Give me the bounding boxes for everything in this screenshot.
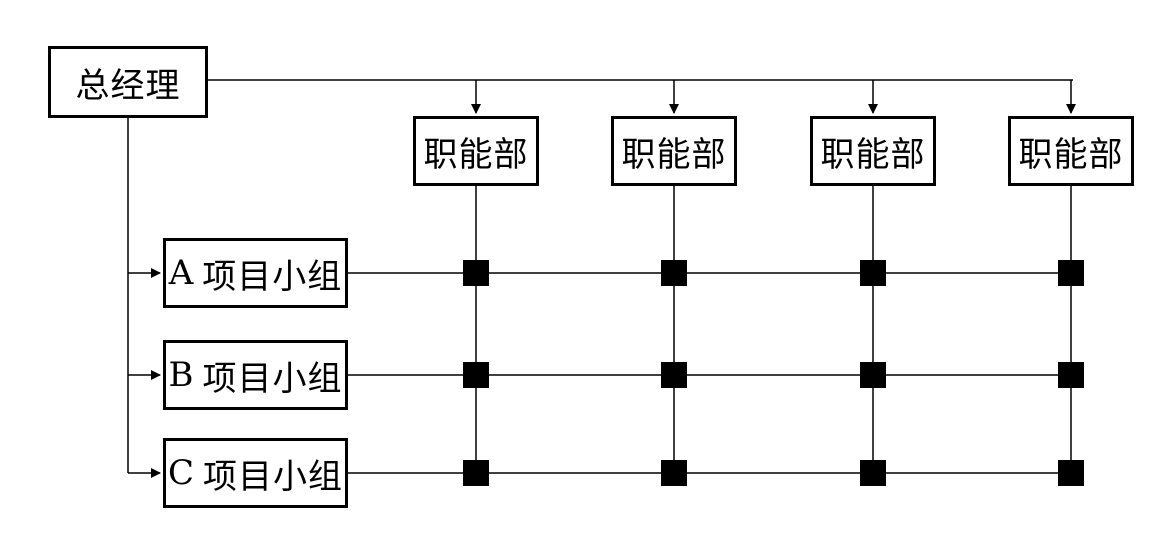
project-label: 项目小组 <box>203 456 343 497</box>
node-b-2 <box>860 362 886 388</box>
project-letter: C <box>167 453 195 493</box>
department-box-2: 职能部 <box>611 116 737 186</box>
node-a-3 <box>1058 260 1084 286</box>
project-group-a-box: A 项目小组 <box>163 238 348 308</box>
project-letter: B <box>168 355 195 395</box>
node-b-0 <box>463 362 489 388</box>
node-a-2 <box>860 260 886 286</box>
node-c-3 <box>1058 460 1084 486</box>
department-box-1: 职能部 <box>413 116 539 186</box>
department-label: 职能部 <box>820 134 926 175</box>
general-manager-label: 总经理 <box>75 65 181 106</box>
department-box-3: 职能部 <box>810 116 936 186</box>
node-a-1 <box>661 260 687 286</box>
project-group-b-box: B 项目小组 <box>163 340 348 410</box>
node-a-0 <box>463 260 489 286</box>
project-label: 项目小组 <box>202 358 343 399</box>
node-c-1 <box>661 460 687 486</box>
project-group-c-box: C 项目小组 <box>163 438 348 508</box>
project-letter: A <box>168 253 195 293</box>
department-label: 职能部 <box>1018 134 1124 175</box>
department-label: 职能部 <box>423 134 529 175</box>
project-label: 项目小组 <box>202 256 343 297</box>
general-manager-box: 总经理 <box>48 46 208 118</box>
node-c-2 <box>860 460 886 486</box>
node-b-1 <box>661 362 687 388</box>
node-c-0 <box>463 460 489 486</box>
department-box-4: 职能部 <box>1008 116 1134 186</box>
node-b-3 <box>1058 362 1084 388</box>
department-label: 职能部 <box>621 134 727 175</box>
